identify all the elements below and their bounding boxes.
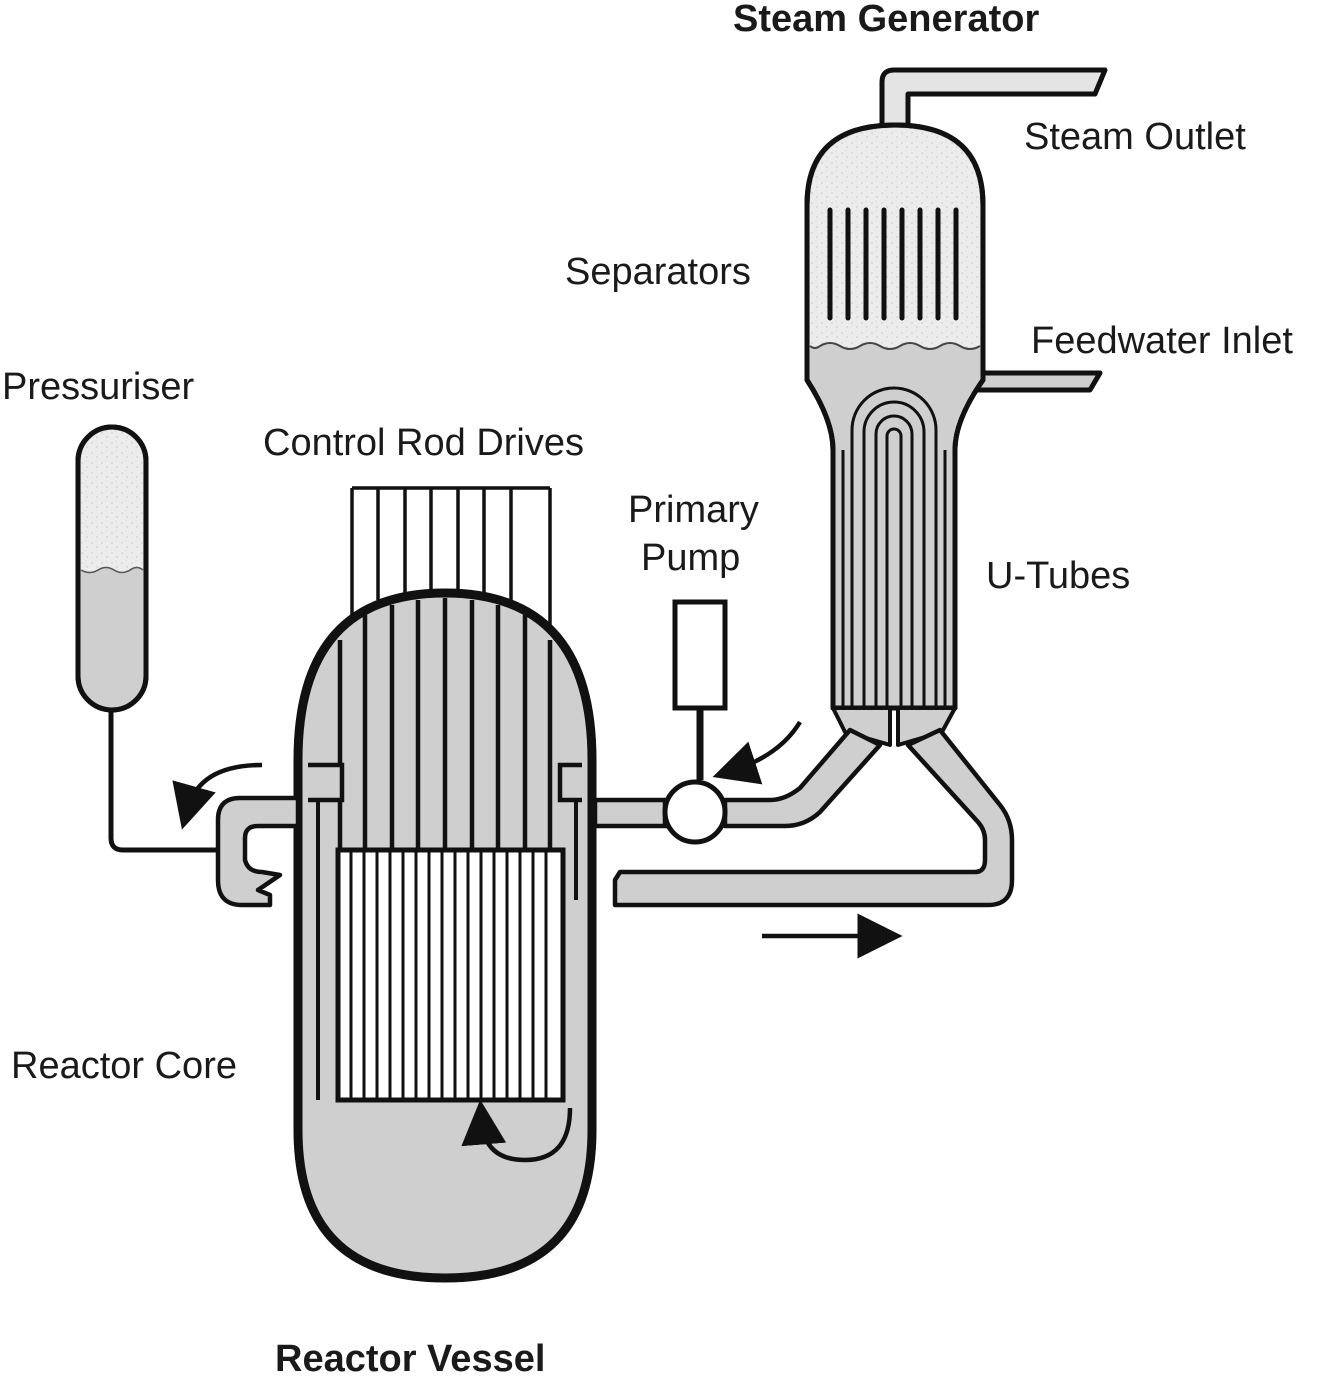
arrow-pump-inlet	[712, 720, 802, 785]
pressuriser-label: Pressuriser	[2, 366, 195, 408]
control-rod-drives-label: Control Rod Drives	[263, 422, 584, 464]
pressuriser	[75, 424, 149, 713]
flow-arrows	[172, 720, 903, 1163]
primary-pump-label-line2: Pump	[641, 537, 741, 579]
control-rod-drives	[350, 486, 552, 625]
u-tubes	[841, 386, 947, 708]
primary-piping	[592, 727, 1015, 908]
steam-generator	[804, 67, 1108, 747]
primary-pump-label-line1: Primary	[628, 489, 759, 531]
separators	[827, 207, 959, 321]
surge-line	[108, 710, 225, 853]
feedwater-inlet-label: Feedwater Inlet	[1031, 320, 1293, 362]
steam-outlet-label: Steam Outlet	[1024, 116, 1246, 158]
arrow-core-swirl	[461, 1099, 573, 1163]
separators-label: Separators	[565, 251, 751, 293]
reactor-core	[335, 847, 566, 1103]
reactor-vessel-label: Reactor Vessel	[275, 1338, 546, 1376]
cold-leg-nozzle	[215, 795, 301, 908]
reactor-core-label: Reactor Core	[11, 1045, 237, 1087]
primary-pump	[662, 599, 728, 845]
reactor-vessel	[293, 486, 597, 1283]
steam-generator-label: Steam Generator	[733, 0, 1040, 40]
u-tubes-label: U-Tubes	[986, 555, 1131, 597]
arrow-left-down	[172, 762, 263, 830]
